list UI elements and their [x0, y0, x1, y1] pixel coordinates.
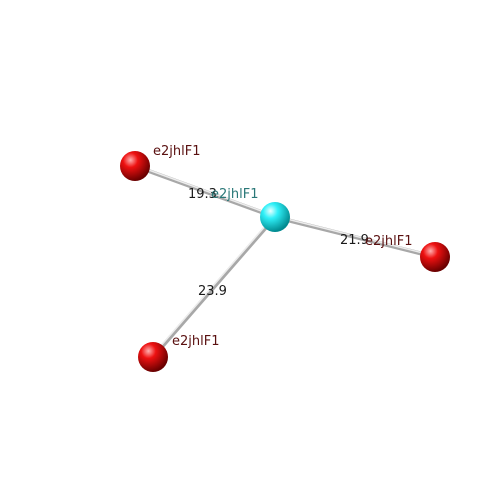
distance-label-right: 21.9 [340, 233, 369, 248]
atom-label-bottom-left: e2jhlF1 [172, 334, 219, 349]
distance-label-top-left: 19.3 [188, 187, 217, 202]
distance-label-bottom-left: 23.9 [198, 284, 227, 299]
atom-label-top-left: e2jhlF1 [153, 144, 200, 159]
atom-label-center: e2jhlF1 [211, 187, 258, 202]
atoms-layer [120, 151, 450, 372]
bond-center-top-left-highlight [134, 164, 276, 217]
bond-center-right[interactable] [273, 215, 437, 259]
bonds-layer [133, 164, 437, 359]
atom-label-right: e2jhlF1 [365, 234, 412, 249]
bond-center-bottom-left[interactable] [151, 215, 277, 359]
bond-center-bottom-left-highlight [151, 215, 275, 357]
atom-right[interactable] [420, 242, 450, 272]
atom-center[interactable] [260, 202, 290, 232]
bond-center-top-left[interactable] [133, 164, 277, 219]
atom-labels: e2jhlF1 e2jhlF1 e2jhlF1 e2jhlF1 [153, 144, 412, 349]
atom-top-left[interactable] [120, 151, 150, 181]
bond-center-right-highlight [274, 215, 436, 257]
atom-bottom-left[interactable] [138, 342, 168, 372]
distance-labels: 19.3 21.9 23.9 [188, 187, 369, 299]
